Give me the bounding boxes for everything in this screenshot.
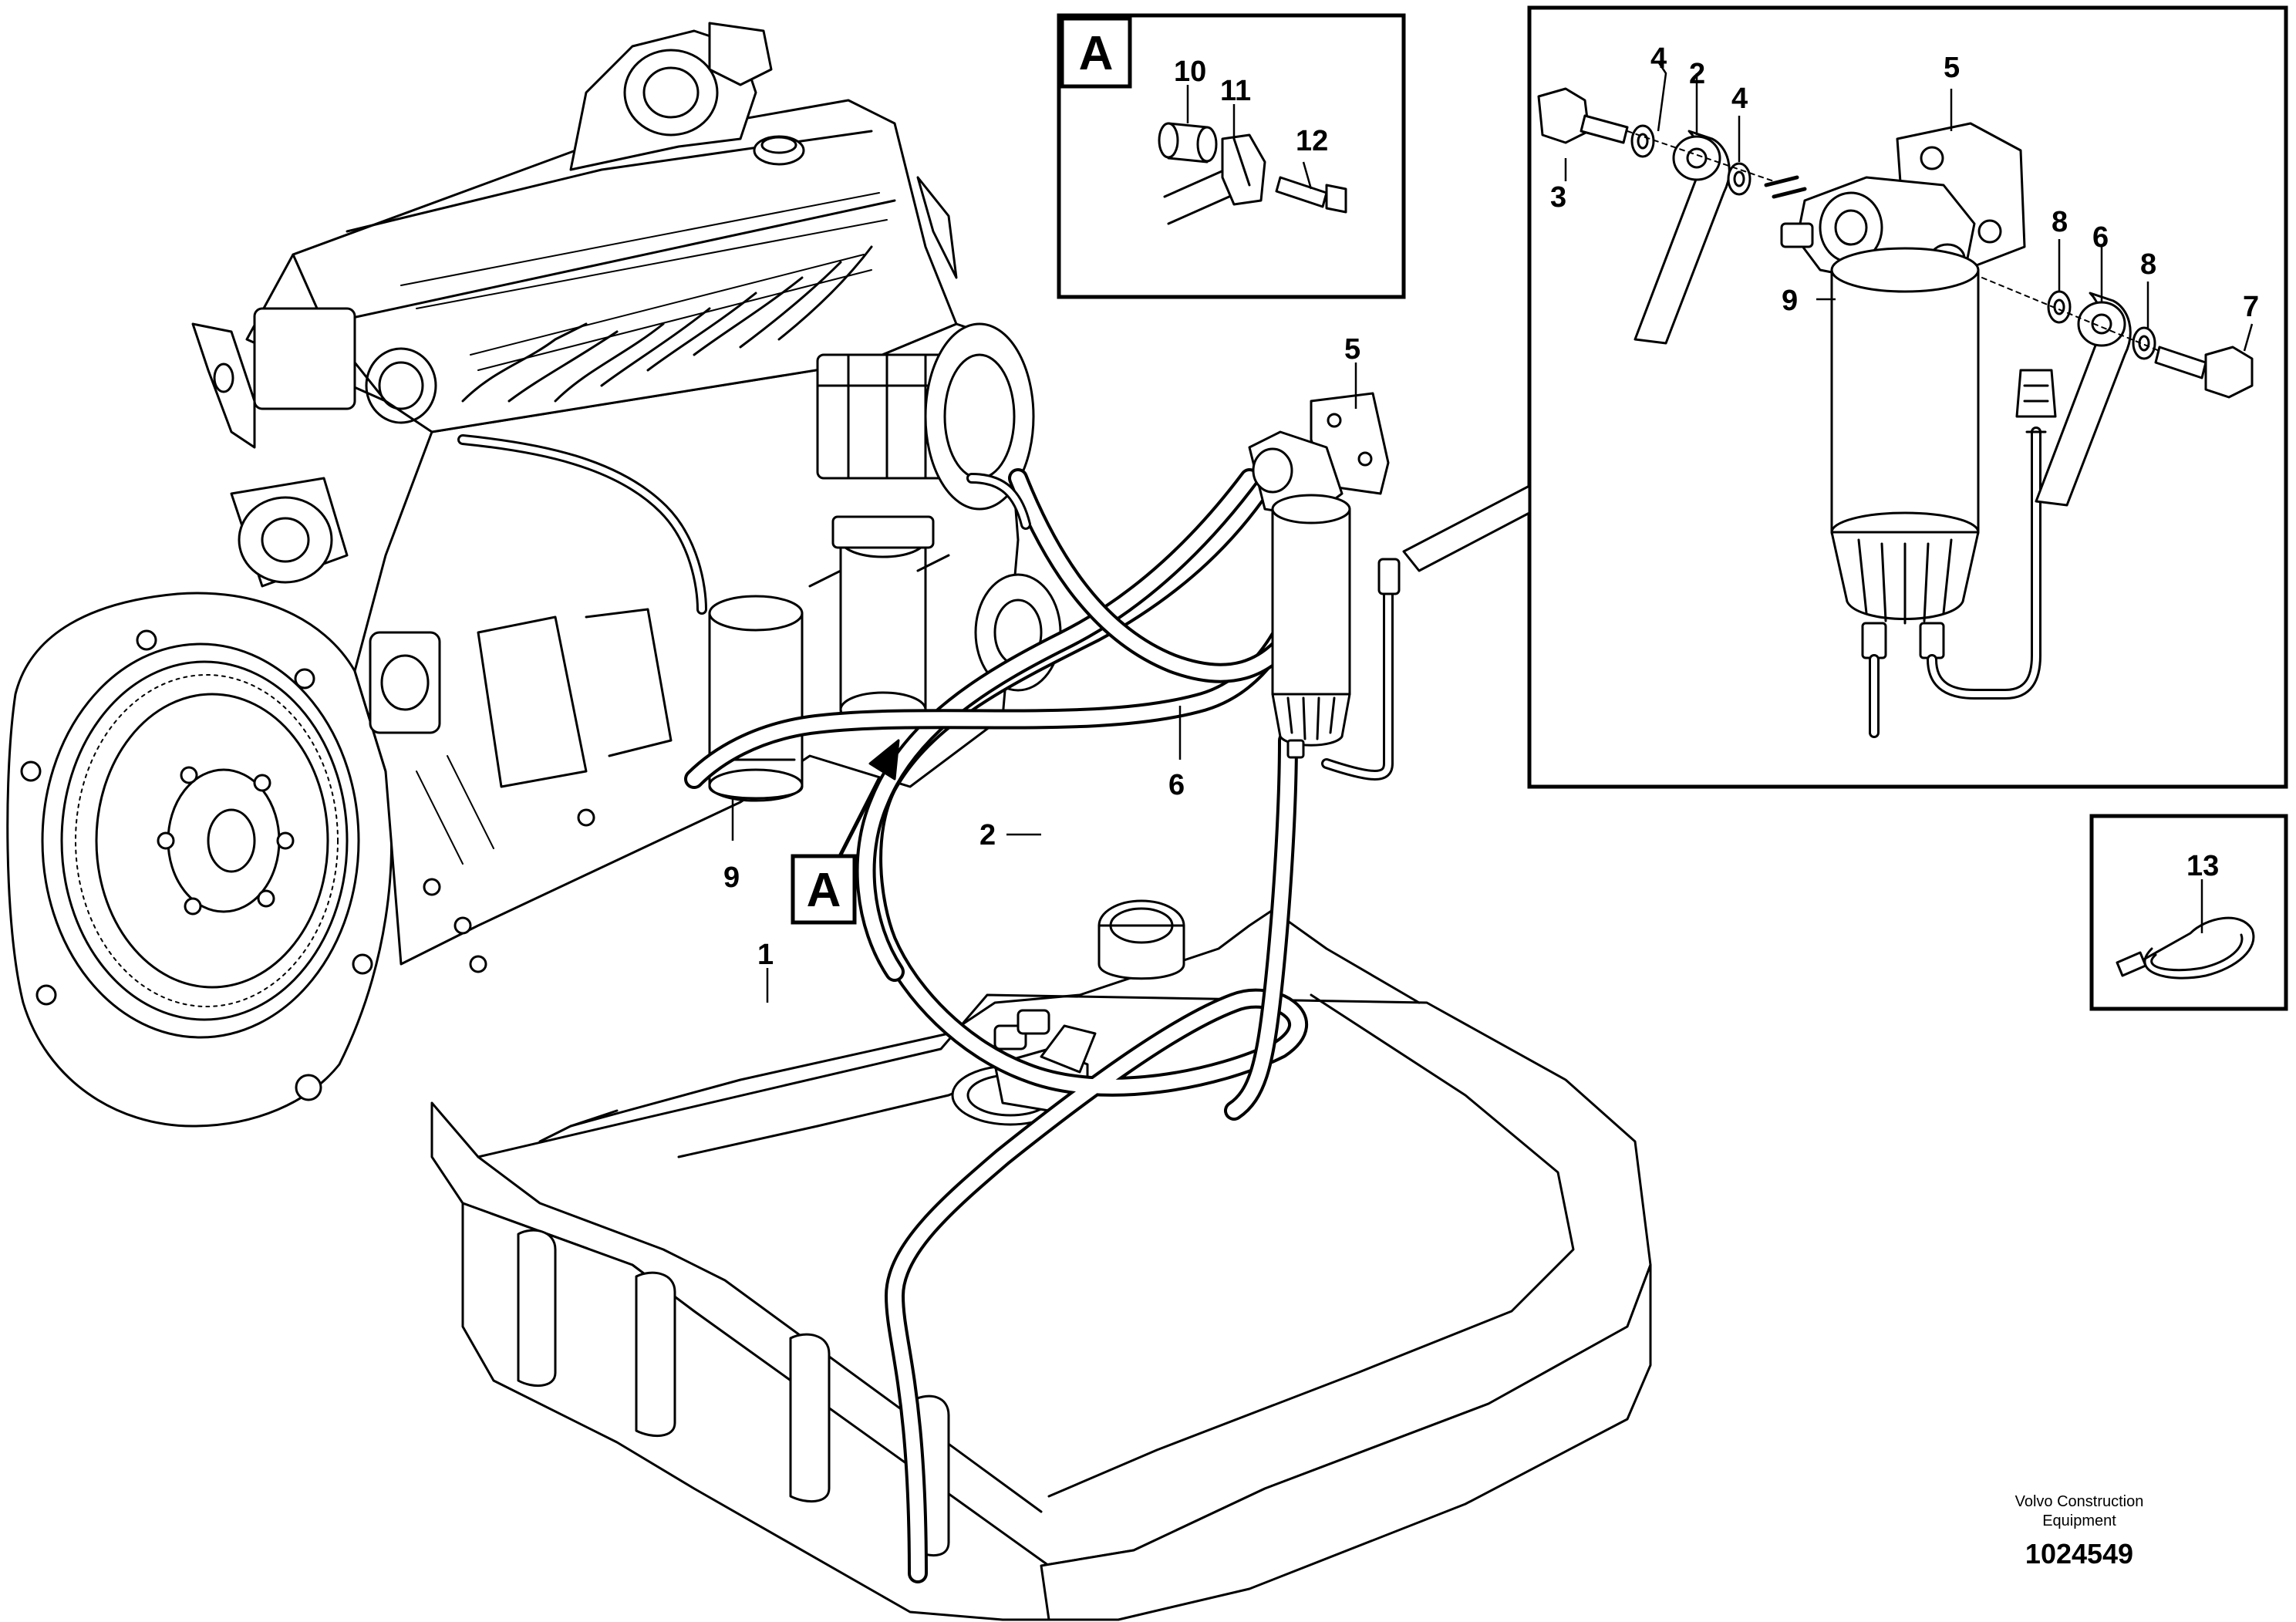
view-a-marker-letter: A	[807, 864, 841, 917]
callout-4-left: 4	[1650, 42, 1667, 75]
callout-3: 3	[1550, 181, 1566, 214]
callout-12: 12	[1296, 125, 1328, 157]
callout-7: 7	[2243, 291, 2259, 323]
callout-11: 11	[1220, 75, 1251, 107]
view-a-marker	[791, 854, 857, 925]
callout-9-detail: 9	[1782, 285, 1798, 317]
callout-1: 1	[757, 939, 774, 971]
detail-pointer	[1402, 484, 1531, 572]
document-number: 1024549	[2025, 1538, 2133, 1570]
main-callouts: 5 6 2 9 1 A	[723, 333, 1360, 1003]
injection-lines	[461, 245, 873, 403]
detail-a-box: A 10 11 12	[1057, 13, 1406, 299]
brand-line-1: Volvo Construction	[2015, 1493, 2144, 1510]
fuel-tank	[430, 899, 1652, 1621]
callout-5-main: 5	[1344, 333, 1360, 366]
detail-a-label-box	[1060, 16, 1132, 89]
callout-13: 13	[2186, 850, 2219, 882]
detail-a-letter: A	[1079, 27, 1114, 80]
callout-6-detail: 6	[2092, 221, 2109, 254]
exploded-detail-box: 4 2 4 3 5 9 8 6 8 7	[1402, 5, 2288, 789]
water-separator	[1248, 392, 1401, 781]
callout-8-left: 8	[2052, 206, 2068, 238]
footer: Volvo Construction Equipment 1024549	[2015, 1493, 2144, 1570]
callout-5-detail: 5	[1944, 52, 1960, 84]
callout-8-right: 8	[2140, 248, 2156, 281]
cable-tie-box: 13	[2089, 814, 2288, 1011]
callout-2-detail: 2	[1689, 58, 1705, 90]
callout-10: 10	[1174, 56, 1206, 88]
callout-6-main: 6	[1168, 769, 1185, 801]
callout-9-main: 9	[723, 862, 740, 894]
callout-2-main: 2	[979, 819, 996, 851]
brand-line-2: Equipment	[2042, 1512, 2116, 1529]
callout-4-right: 4	[1731, 83, 1748, 115]
fuel-hoses	[457, 434, 1337, 1583]
